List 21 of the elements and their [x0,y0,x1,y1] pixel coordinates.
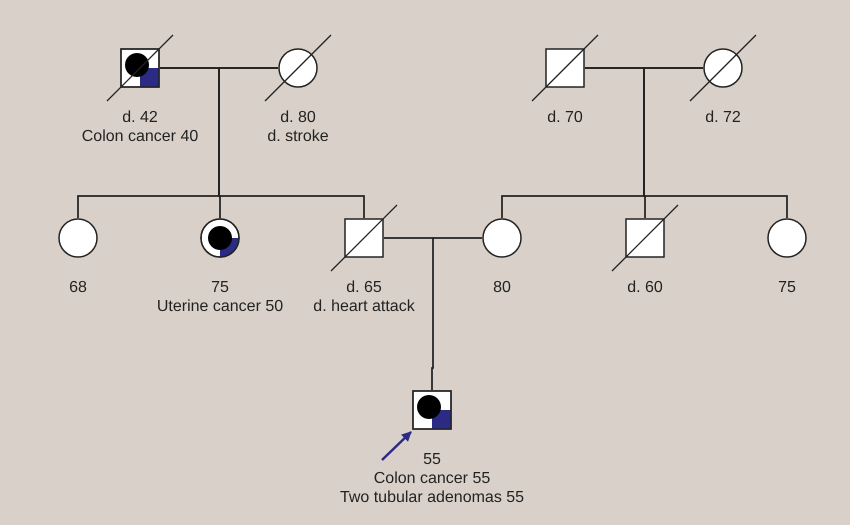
pedigree-caption: d. 60 [627,278,663,297]
pedigree-caption: d. 70 [547,108,583,127]
pedigree-caption: d. heart attack [313,297,415,316]
pedigree-caption: Colon cancer 55 [374,469,490,488]
pedigree-caption: d. 65 [346,278,382,297]
pedigree-caption: Uterine cancer 50 [156,297,284,316]
pedigree-caption: 75 [211,278,229,297]
pedigree-caption: 55 [423,450,441,469]
pedigree-line [431,237,482,390]
pedigree-caption: d. 42 [122,108,158,127]
proband-arrow [381,431,412,461]
pedigree-caption: d. stroke [267,127,329,146]
pedigree-caption: 80 [493,278,511,297]
pedigree-line [643,67,788,218]
pedigree-line [218,67,365,218]
pedigree-caption: Two tubular adenomas 55 [340,488,524,507]
pedigree-caption: Colon cancer 40 [82,127,198,146]
pedigree-caption: d. 72 [705,108,741,127]
pedigree-caption: d. 80 [280,108,316,127]
pedigree-caption: 75 [778,278,796,297]
pedigree-caption: 68 [69,278,87,297]
